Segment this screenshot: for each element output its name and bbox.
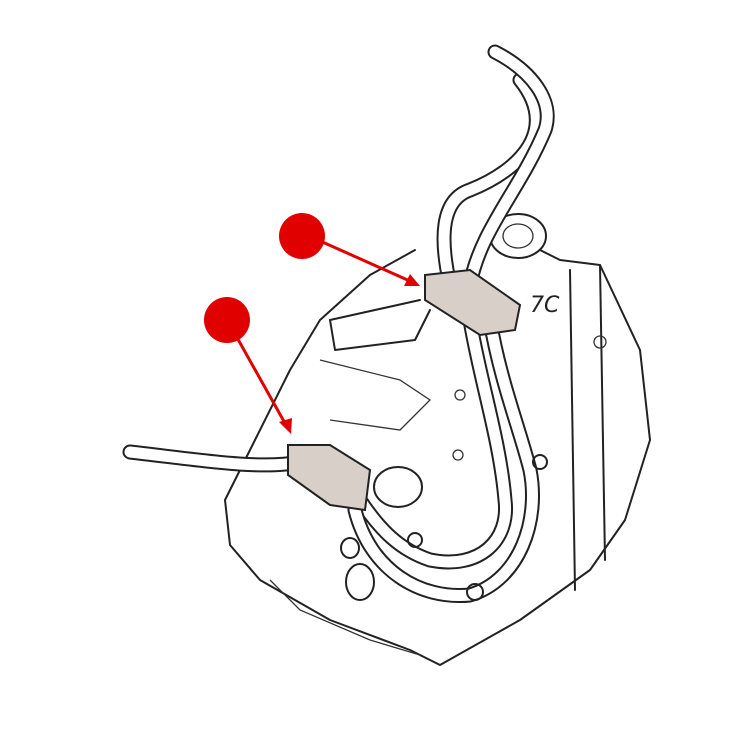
clamps — [287, 268, 548, 601]
lower-clamp — [287, 444, 372, 512]
upper-clamp — [424, 268, 522, 337]
engine-housing — [224, 213, 651, 666]
red-markers — [204, 213, 420, 434]
hoses — [122, 44, 555, 604]
callout-label: 7C — [530, 293, 560, 318]
lower-clamp-marker — [204, 297, 250, 343]
upper-clamp-marker — [279, 213, 325, 259]
